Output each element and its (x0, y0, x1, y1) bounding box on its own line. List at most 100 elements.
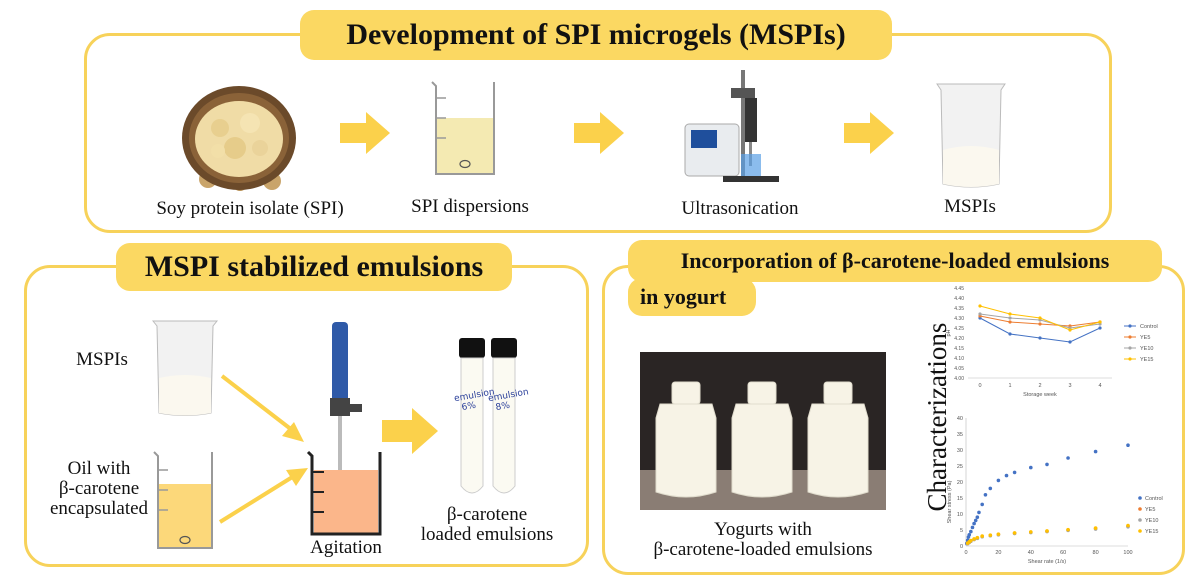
emulsion-tubes (456, 336, 520, 507)
data-point (1045, 529, 1049, 533)
legend-marker (1128, 357, 1132, 361)
y-tick-label: 4.30 (954, 316, 964, 322)
legend-marker (1138, 529, 1142, 533)
y-tick-label: 10 (957, 512, 963, 518)
data-point (980, 534, 984, 538)
data-point (978, 304, 982, 308)
legend-marker (1138, 507, 1142, 511)
x-tick-label: 1 (1008, 383, 1011, 389)
data-point (1066, 456, 1070, 460)
step-label-ultrasonication: Ultrasonication (681, 198, 799, 219)
data-point (972, 537, 976, 541)
data-point (1068, 328, 1072, 332)
spi-dispersion-beaker (430, 78, 500, 183)
data-point (1029, 465, 1033, 470)
legend-label: YE10 (1140, 346, 1153, 352)
label-oil-line1: Oil with (67, 458, 131, 479)
y-tick-label: 30 (957, 448, 963, 454)
data-point (1045, 462, 1049, 467)
legend-marker (1138, 518, 1142, 522)
ultrasonicator-image (683, 68, 783, 191)
data-point (1004, 473, 1009, 478)
legend-marker (1128, 324, 1132, 328)
legend-label: YE5 (1145, 507, 1155, 513)
legend-label: YE10 (1145, 518, 1158, 524)
ph-chart: 4.454.404.354.304.254.204.154.104.054.00… (946, 286, 1158, 398)
data-point (970, 525, 975, 530)
arrow-icon (218, 468, 308, 524)
mspis-beaker-top (933, 80, 1009, 197)
legend-marker (1128, 335, 1132, 339)
step-label-spi: Soy protein isolate (SPI) (156, 198, 344, 219)
label-oil-line3: encapsulated (49, 498, 149, 519)
data-point (1038, 316, 1042, 320)
x-tick-label: 2 (1038, 383, 1041, 389)
agitator-image (306, 320, 390, 545)
top-panel-title: Development of SPI microgels (MSPIs) (300, 10, 892, 60)
step-label-mspis: MSPIs (944, 196, 996, 217)
legend-label: YE5 (1140, 335, 1150, 341)
right-panel-title-line2: in yogurt (628, 278, 756, 316)
x-tick-label: 20 (995, 550, 1001, 556)
data-point (969, 538, 973, 543)
y-tick-label: 4.45 (954, 286, 964, 292)
data-point (1066, 527, 1070, 532)
data-point (988, 486, 993, 491)
data-point (996, 478, 1001, 483)
x-tick-label: 0 (978, 383, 981, 389)
data-point (975, 515, 980, 519)
y-axis-label: pH (946, 329, 952, 336)
data-point (1093, 449, 1098, 454)
data-point (1012, 531, 1017, 535)
data-point (977, 510, 981, 515)
label-oil-line2: β-carotene (58, 478, 140, 499)
yogurt-photo (640, 352, 886, 510)
legend-label: Control (1145, 496, 1163, 502)
legend-marker (1138, 496, 1142, 500)
y-tick-label: 15 (957, 496, 963, 502)
arrow-icon (844, 112, 894, 154)
arrow-icon (220, 374, 304, 442)
legend-label: YE15 (1140, 357, 1153, 363)
data-point (1012, 470, 1017, 475)
y-tick-label: 4.10 (954, 356, 964, 362)
data-point (972, 521, 976, 526)
y-tick-label: 5 (960, 528, 963, 534)
y-tick-label: 35 (957, 432, 963, 438)
x-tick-label: 60 (1060, 550, 1066, 556)
mspis-beaker-left (150, 318, 220, 425)
label-result-line1: β-carotene (446, 504, 528, 525)
x-tick-label: 100 (1123, 550, 1132, 556)
soy-protein-image (180, 83, 298, 198)
legend-label: Control (1140, 324, 1158, 330)
data-point (1126, 443, 1130, 447)
arrow-icon (382, 408, 438, 454)
data-point (973, 518, 978, 523)
data-point (1008, 320, 1012, 324)
y-tick-label: 4.25 (954, 326, 964, 332)
label-mspis-left: MSPIs (76, 349, 128, 370)
data-point (996, 532, 1001, 536)
label-yogurt-line2: β-carotene-loaded emulsions (653, 539, 873, 560)
x-tick-label: 0 (964, 550, 967, 556)
x-tick-label: 3 (1068, 383, 1071, 389)
x-tick-label: 80 (1093, 550, 1099, 556)
arrow-icon (574, 112, 624, 154)
x-axis-label: Storage week (1023, 392, 1057, 398)
x-tick-label: 40 (1028, 550, 1034, 556)
data-point (969, 529, 973, 534)
y-tick-label: 4.40 (954, 296, 964, 302)
data-point (1068, 340, 1072, 344)
data-point (978, 312, 982, 316)
label-agitation: Agitation (310, 537, 382, 558)
label-result-line2: loaded emulsions (420, 524, 554, 545)
y-tick-label: 4.05 (954, 366, 964, 372)
y-tick-label: 20 (957, 480, 963, 486)
data-point (1098, 320, 1102, 324)
y-axis-label: Shear stress (Pa) (947, 480, 953, 523)
data-point (983, 493, 988, 497)
data-point (1093, 526, 1098, 530)
step-label-dispersion: SPI dispersions (411, 196, 529, 217)
right-panel-title-line1: Incorporation of β-carotene-loaded emuls… (628, 240, 1162, 282)
x-axis-label: Shear rate (1/s) (1028, 559, 1066, 565)
